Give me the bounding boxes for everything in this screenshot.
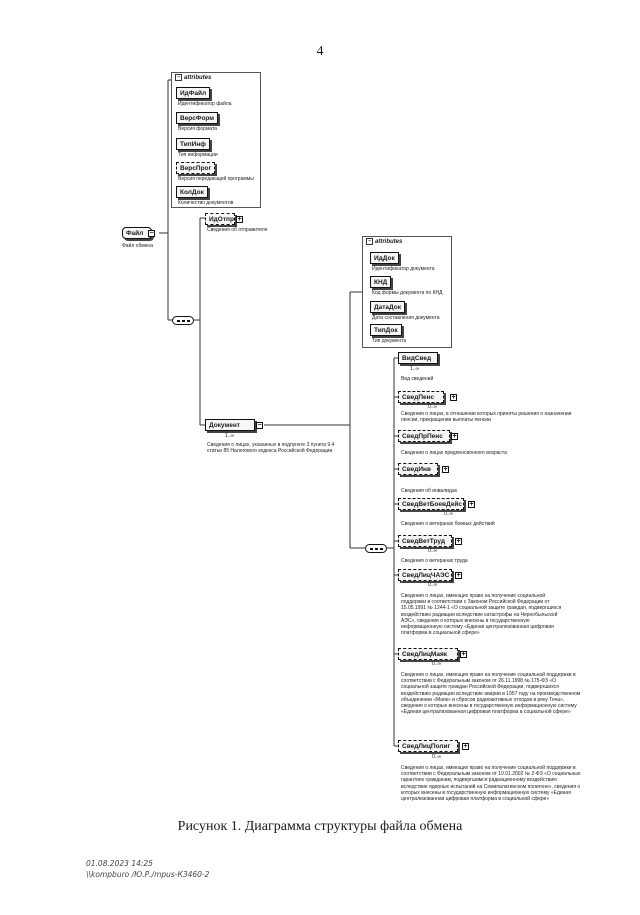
child-node-svedvettrud[interactable]: СведВетТруд — [398, 535, 452, 547]
child-desc: Сведения о лицах, в отношении которых пр… — [401, 411, 572, 424]
doc-attr-desc: Дата составления документа — [372, 315, 440, 321]
doc-attr-desc: Тип документа — [372, 338, 407, 344]
doc-attr-node[interactable]: ИдДок — [370, 252, 399, 264]
child-node-svedprpens[interactable]: СведПрПенс — [398, 430, 450, 442]
child-node-svedvetboevdeys[interactable]: СведВетБоевДейс — [398, 498, 464, 510]
attr-node[interactable]: ВерсФорм — [176, 112, 219, 124]
child-desc: Сведения о лицах предпенсионного возраст… — [401, 450, 507, 456]
page-number: 4 — [316, 44, 324, 59]
document-node[interactable]: Документ — [205, 419, 255, 431]
child-node-svedinv[interactable]: СведИнв — [398, 463, 438, 475]
attr-desc: Количество документов — [178, 200, 234, 206]
sequence-compositor — [365, 544, 387, 553]
root-desc: Файл обмена — [122, 243, 153, 249]
expand-icon[interactable]: − — [256, 422, 263, 429]
attr-node[interactable]: ИдФайл — [176, 87, 211, 99]
child-node-svedpens[interactable]: СведПенс — [398, 391, 444, 403]
child-cardinality: 0..∞ — [444, 511, 454, 517]
collapse-icon[interactable]: − — [175, 74, 182, 81]
attributes-header: −attributes — [175, 74, 211, 81]
expand-icon[interactable]: + — [451, 433, 458, 440]
document-cardinality: 1..∞ — [225, 433, 235, 439]
child-cardinality: 0..∞ — [428, 548, 438, 554]
sequence-compositor — [172, 316, 194, 325]
expand-icon[interactable]: + — [468, 501, 475, 508]
expand-icon[interactable]: − — [148, 230, 155, 237]
child-cardinality: 1..∞ — [410, 366, 420, 372]
document-desc: Сведения о лицах, указанных в подпункте … — [207, 442, 335, 455]
attr-desc: Тип информации — [178, 152, 218, 158]
collapse-icon[interactable]: − — [366, 238, 373, 245]
figure-caption: Рисунок 1. Диаграмма структуры файла обм… — [177, 819, 463, 834]
expand-icon[interactable]: + — [450, 394, 457, 401]
child-desc: Сведения о ветеранах боевых действий — [401, 521, 495, 527]
child-desc: Сведения о ветеранах труда — [401, 558, 468, 564]
sender-desc: Сведения об отправителе — [207, 227, 268, 233]
doc-attr-node[interactable]: КНД — [370, 276, 392, 288]
child-desc: Сведения о лицах, имеющих право на получ… — [401, 672, 581, 716]
expand-icon[interactable]: + — [455, 572, 462, 579]
expand-icon[interactable]: + — [455, 538, 462, 545]
attr-node[interactable]: ТипИнф — [176, 138, 210, 150]
print-user: \\kompburo /Ю.Р./mpus-КЗ460-2 — [86, 870, 210, 879]
child-cardinality: 0..∞ — [432, 754, 442, 760]
child-desc: Сведения об инвалидах — [401, 488, 458, 494]
child-cardinality: 0..∞ — [428, 582, 438, 588]
expand-icon[interactable]: + — [460, 651, 467, 658]
expand-icon[interactable]: + — [462, 743, 469, 750]
child-cardinality: 0..∞ — [432, 661, 442, 667]
child-node-svedlicpolig[interactable]: СведЛицПолиг — [398, 740, 458, 752]
sender-node[interactable]: ИдОтпр — [205, 213, 235, 225]
attr-desc: Идентификатор файла — [178, 101, 232, 107]
print-date: 01.08.2023 14:25 — [86, 859, 153, 868]
doc-attr-node[interactable]: ДатаДок — [370, 301, 405, 313]
child-desc: Сведения о лицах, имеющих право на получ… — [401, 765, 581, 803]
child-node-svedlicchaes[interactable]: СведЛицЧАЭС — [398, 569, 452, 581]
attr-desc: Версия передающей программы — [178, 176, 254, 182]
child-cardinality: 0..∞ — [428, 404, 438, 410]
child-node-vidsved[interactable]: ВидСвед — [398, 352, 438, 364]
child-desc: Сведения о лицах, имеющих право на получ… — [401, 593, 562, 637]
doc-attr-desc: Идентификатор документа — [372, 266, 435, 272]
expand-icon[interactable]: + — [442, 466, 449, 473]
attr-desc: Версия формата — [178, 126, 218, 132]
expand-icon[interactable]: + — [236, 216, 243, 223]
doc-attr-node[interactable]: ТипДок — [370, 324, 402, 336]
attr-node[interactable]: КолДок — [176, 186, 208, 198]
attributes-header: −attributes — [366, 238, 402, 245]
child-node-svedlicmayak[interactable]: СведЛицМаяк — [398, 648, 458, 660]
child-desc: Вид сведений — [401, 376, 434, 382]
attr-node-optional[interactable]: ВерсПрог — [176, 162, 216, 174]
doc-attr-desc: Код формы документа по КНД — [372, 290, 443, 296]
